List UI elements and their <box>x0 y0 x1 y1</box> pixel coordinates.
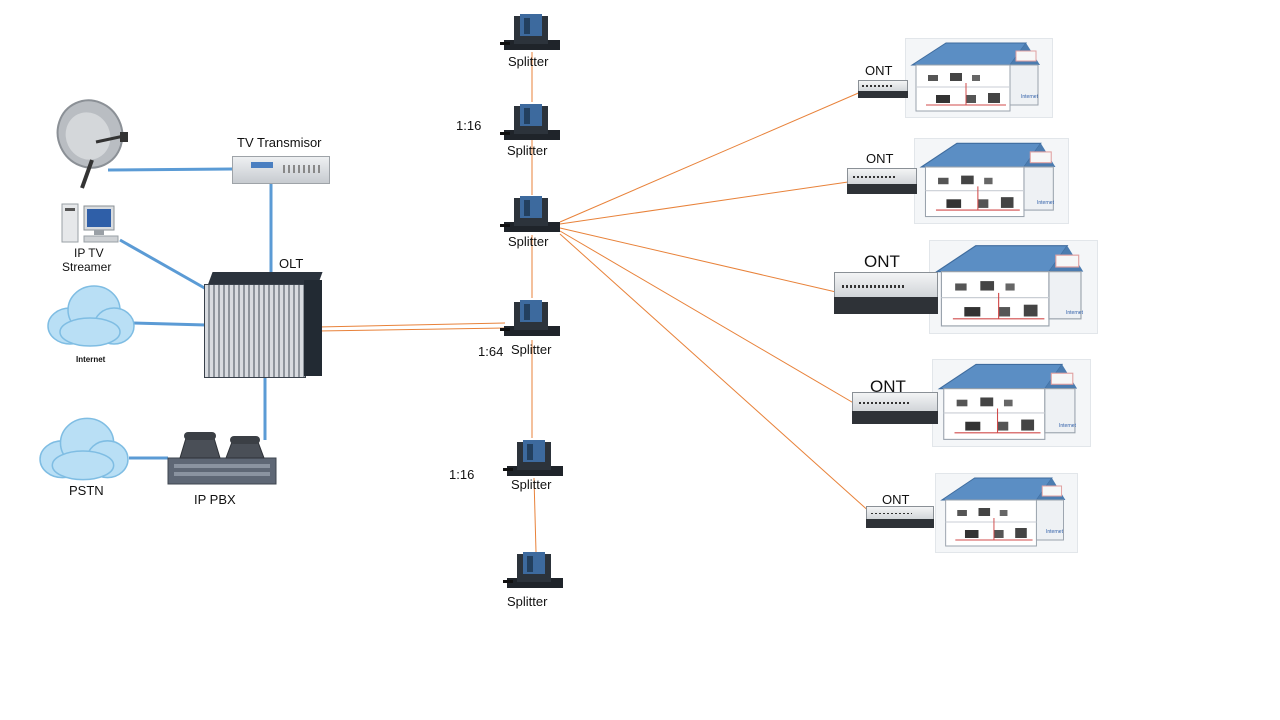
house-internet-label: Internet <box>1059 423 1076 429</box>
internet-cloud-icon <box>47 285 135 347</box>
iptv-streamer-label-line1: IP TV <box>74 246 104 260</box>
house-premises-image <box>905 38 1053 118</box>
ont-device-icon <box>847 168 917 194</box>
splitter-label: Splitter <box>508 234 549 249</box>
ont-label: ONT <box>865 63 893 78</box>
splitter-to-ont-fiber <box>559 227 837 293</box>
internet-label: Internet <box>76 355 106 364</box>
olt-label: OLT <box>279 256 304 271</box>
ont-label: ONT <box>882 492 910 507</box>
house-premises-image <box>935 473 1078 553</box>
splitter-label: Splitter <box>511 477 552 492</box>
splitter-to-ont-fiber <box>559 87 871 223</box>
house-internet-label: Internet <box>1066 310 1083 316</box>
splitter-chain-fiber <box>533 477 537 553</box>
ont-device-icon <box>858 80 908 98</box>
house-internet-label: Internet <box>1037 200 1054 206</box>
splitter-icon <box>503 552 563 588</box>
internet-to-olt-link <box>132 321 207 327</box>
house-icon <box>919 142 1056 218</box>
ont-device-icon <box>852 392 938 424</box>
ont-label: ONT <box>870 377 906 396</box>
splitter-to-ont-fiber <box>559 233 873 515</box>
house-icon <box>910 42 1040 112</box>
house-premises-image <box>914 138 1069 224</box>
olt-to-splitter-fiber <box>317 322 506 328</box>
splitter-label: Splitter <box>507 143 548 158</box>
olt-to-splitter-fiber <box>317 327 506 332</box>
splitter-label: Splitter <box>508 54 549 69</box>
splitter-to-ont-fiber <box>559 181 849 225</box>
splitter-to-ont-fiber <box>559 230 858 406</box>
ont-label: ONT <box>864 252 900 271</box>
pc-icon <box>61 203 119 243</box>
house-premises-image <box>929 240 1098 334</box>
house-icon <box>940 477 1066 547</box>
splitter-label: Splitter <box>507 594 548 609</box>
iptv-streamer-label-line2: Streamer <box>62 260 112 274</box>
house-internet-label: Internet <box>1021 94 1038 100</box>
house-internet-label: Internet <box>1046 529 1063 535</box>
splitter-icon <box>500 14 560 50</box>
ip-pbx-label: IP PBX <box>194 492 236 507</box>
satellite-to-transmitter-link <box>107 167 233 172</box>
pstn-cloud-icon <box>39 417 129 481</box>
splitter-icon <box>500 104 560 140</box>
splitter-icon <box>500 300 560 336</box>
split-ratio-label: 1:16 <box>449 467 475 482</box>
tv-transmitter-label: TV Transmisor <box>237 135 322 150</box>
splitter-icon <box>503 440 563 476</box>
ont-device-icon <box>866 506 934 528</box>
streamer-to-olt-link <box>119 238 209 292</box>
splitter-label: Splitter <box>511 342 552 357</box>
ont-label: ONT <box>866 151 894 166</box>
satellite-dish-icon <box>56 99 128 189</box>
ont-device-icon <box>834 272 938 314</box>
split-ratio-label: 1:16 <box>456 118 482 133</box>
split-ratio-label: 1:64 <box>478 344 504 359</box>
tv-transmitter-device <box>232 156 330 184</box>
house-icon <box>937 363 1078 440</box>
olt-device <box>204 272 323 378</box>
ip-pbx-icon <box>167 432 277 485</box>
house-premises-image <box>932 359 1091 447</box>
pstn-label: PSTN <box>69 483 104 498</box>
splitter-icon <box>500 196 560 232</box>
house-icon <box>934 245 1084 327</box>
